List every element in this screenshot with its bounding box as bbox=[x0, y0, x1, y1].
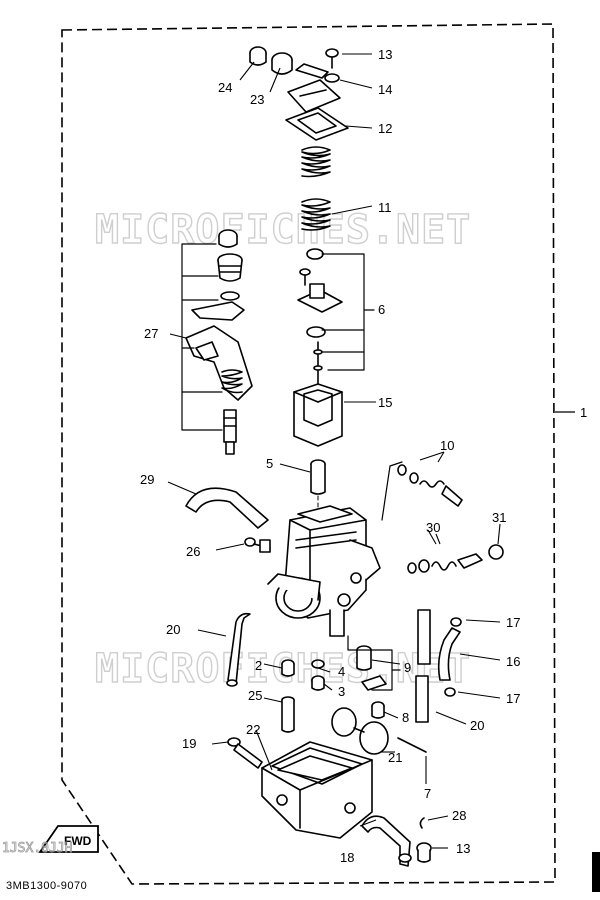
float-part-21 bbox=[331, 707, 389, 755]
jet-part-3 bbox=[311, 675, 325, 691]
throttle-plate-small bbox=[191, 301, 245, 321]
needle-holder-part-6 bbox=[297, 283, 343, 313]
hose-part-29 bbox=[185, 487, 269, 529]
callout-13-top: 13 bbox=[378, 47, 392, 62]
o-ring-10a bbox=[397, 464, 407, 476]
callout-28: 28 bbox=[452, 808, 466, 823]
o-ring-30a bbox=[407, 562, 417, 574]
callout-9: 9 bbox=[404, 660, 411, 675]
adjuster-part-10 bbox=[409, 472, 463, 507]
washer-30b bbox=[418, 559, 430, 573]
callout-10: 10 bbox=[440, 438, 454, 453]
spring-part-30 bbox=[431, 561, 457, 571]
o-ring-left bbox=[220, 291, 240, 301]
throttle-lever-part-27 bbox=[185, 325, 253, 401]
left-stack-cap bbox=[218, 229, 238, 248]
callout-4: 4 bbox=[338, 664, 345, 679]
needle-valve-part-9 bbox=[356, 645, 372, 671]
needle-jet-part-5 bbox=[310, 459, 326, 495]
callout-3: 3 bbox=[338, 684, 345, 699]
spring-part-11 bbox=[301, 198, 331, 231]
spring-left bbox=[221, 369, 243, 394]
fwd-label: FWD bbox=[64, 834, 92, 848]
part-number: 3MB1300-9070 bbox=[6, 880, 88, 892]
callout-25: 25 bbox=[248, 688, 262, 703]
hose-end-18 bbox=[398, 853, 412, 863]
hose-part-20-right bbox=[415, 675, 429, 723]
callout-24: 24 bbox=[218, 80, 232, 95]
cap-part-24 bbox=[249, 46, 267, 66]
carburetor-body bbox=[267, 505, 381, 637]
callout-12: 12 bbox=[378, 121, 392, 136]
callout-5: 5 bbox=[266, 456, 273, 471]
threaded-plug bbox=[217, 253, 243, 282]
jet-part-8 bbox=[371, 701, 385, 719]
e-clip bbox=[306, 326, 326, 338]
main-jet-part-2 bbox=[281, 659, 295, 677]
group-bracket-10 bbox=[381, 461, 403, 521]
screw-part-30 bbox=[457, 553, 483, 569]
callout-23: 23 bbox=[250, 92, 264, 107]
watermark-top: MICROFICHES.NET bbox=[95, 207, 471, 253]
callout-20-left: 20 bbox=[166, 622, 180, 637]
callout-29: 29 bbox=[140, 472, 154, 487]
cap-part-23 bbox=[271, 52, 293, 75]
spring-upper bbox=[301, 146, 331, 178]
washer-part-14 bbox=[324, 73, 340, 83]
cap-part-31 bbox=[488, 544, 504, 560]
clip-part-28 bbox=[419, 817, 425, 829]
callout-16: 16 bbox=[506, 654, 520, 669]
pilot-screw-body bbox=[223, 409, 237, 455]
gasket-part-12 bbox=[285, 107, 349, 141]
clip-part-17-lower bbox=[444, 687, 456, 697]
side-code: 1JSX.0JJH bbox=[2, 841, 72, 856]
drain-screw-part-19 bbox=[227, 737, 263, 769]
screw-part-26 bbox=[244, 537, 271, 553]
callouts: 2 3 4 5 6 7 8 9 10 11 12 13 13 14 15 16 … bbox=[140, 47, 520, 865]
clip-part-17-upper bbox=[450, 617, 462, 627]
throttle-valve-part-15 bbox=[293, 383, 343, 447]
fwd-arrow-icon: FWD bbox=[38, 825, 99, 853]
callout-8: 8 bbox=[402, 710, 409, 725]
callout-1: 1 bbox=[580, 405, 587, 420]
callout-20-right: 20 bbox=[470, 718, 484, 733]
callout-21: 21 bbox=[388, 750, 402, 765]
screw-part-13-bottom bbox=[416, 842, 432, 863]
tube-part-25 bbox=[281, 696, 295, 733]
callout-18: 18 bbox=[340, 850, 354, 865]
top-cover-fitting bbox=[287, 63, 341, 113]
hose-part-16 bbox=[437, 627, 461, 681]
jet-needle bbox=[313, 341, 323, 387]
callout-7: 7 bbox=[424, 786, 431, 801]
spring-10 bbox=[419, 480, 445, 488]
callout-14: 14 bbox=[378, 82, 392, 97]
hose-part-20-left-end bbox=[226, 679, 238, 687]
callout-15: 15 bbox=[378, 395, 392, 410]
assembly-boundary bbox=[61, 23, 556, 885]
callout-6: 6 bbox=[378, 302, 385, 317]
callout-17-upper: 17 bbox=[506, 615, 520, 630]
screw-part-13-top bbox=[325, 48, 339, 69]
float-bowl-part-22 bbox=[261, 741, 373, 839]
callout-2: 2 bbox=[255, 658, 262, 673]
hose-part-20-left bbox=[227, 612, 251, 685]
float-pin bbox=[361, 675, 387, 691]
callout-19: 19 bbox=[182, 736, 196, 751]
callout-22: 22 bbox=[246, 722, 260, 737]
callout-27: 27 bbox=[144, 326, 158, 341]
callout-26: 26 bbox=[186, 544, 200, 559]
callout-11: 11 bbox=[378, 200, 392, 215]
seat-washer bbox=[306, 248, 324, 260]
needle-clip-screw bbox=[299, 268, 311, 286]
callout-17-lower: 17 bbox=[506, 691, 520, 706]
group-bracket-6 bbox=[321, 253, 375, 371]
callout-13-bottom: 13 bbox=[456, 841, 470, 856]
callout-30: 30 bbox=[426, 520, 440, 535]
hose-upper-right bbox=[417, 609, 431, 665]
page-edge-mark bbox=[592, 852, 600, 892]
leader-lines bbox=[167, 53, 501, 849]
callout-31: 31 bbox=[492, 510, 506, 525]
float-pin-part-7 bbox=[397, 737, 427, 753]
